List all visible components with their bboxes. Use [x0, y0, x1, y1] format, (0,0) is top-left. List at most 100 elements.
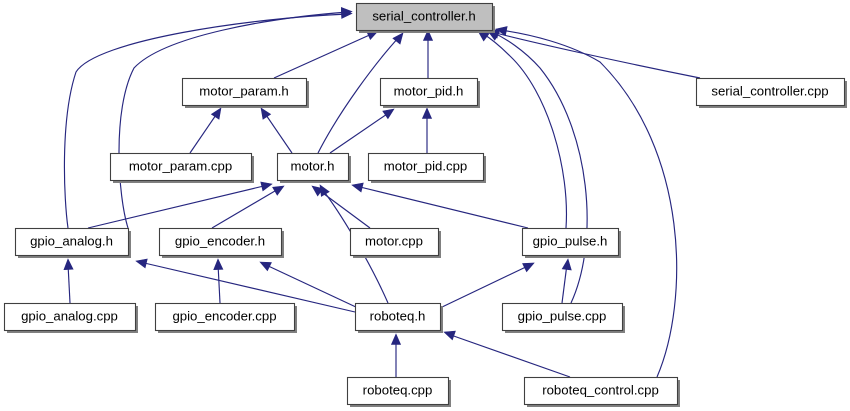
edge-arrowhead — [259, 261, 272, 272]
edge-arrowhead — [392, 32, 404, 45]
node-box[interactable] — [14, 227, 130, 257]
edge-line — [87, 184, 269, 229]
node-label: gpio_analog.cpp — [21, 308, 118, 323]
node-label: gpio_encoder.h — [175, 233, 265, 248]
node-box[interactable] — [501, 302, 624, 332]
edge-line — [499, 29, 678, 378]
graph-edge — [390, 333, 402, 377]
node-label: serial_controller.cpp — [711, 83, 828, 98]
node-label: motor_pid.cpp — [384, 158, 468, 173]
graph-edge — [273, 30, 379, 79]
node-box[interactable] — [355, 2, 494, 32]
node-label: motor_param.cpp — [129, 158, 232, 173]
node-box[interactable] — [379, 77, 479, 107]
edge-arrowhead — [135, 258, 148, 269]
edge-line — [491, 31, 588, 304]
node-label: gpio_encoder.cpp — [172, 308, 276, 323]
graph-node-motor-param-cpp[interactable]: motor_param.cpp — [109, 152, 255, 184]
edge-line — [491, 31, 701, 79]
edge-line — [317, 35, 401, 154]
edge-line — [447, 333, 571, 378]
node-box[interactable] — [521, 227, 620, 257]
graph-edge — [439, 262, 535, 309]
edge-line — [67, 263, 71, 304]
edge-arrowhead — [443, 330, 456, 341]
graph-edge — [189, 107, 222, 154]
node-box[interactable] — [367, 152, 485, 182]
graph-node-gpio-encoder-h[interactable]: gpio_encoder.h — [158, 227, 285, 259]
graph-node-roboteq-control-cpp[interactable]: roboteq_control.cpp — [523, 376, 681, 408]
graph-edge — [63, 258, 74, 304]
node-box[interactable] — [346, 376, 450, 406]
graph-node-roboteq-h[interactable]: roboteq.h — [354, 302, 444, 334]
graph-node-gpio-encoder-cpp[interactable]: gpio_encoder.cpp — [154, 302, 298, 334]
edge-arrowhead — [272, 185, 285, 196]
edge-arrowhead — [561, 258, 572, 271]
edge-arrowhead — [319, 184, 330, 197]
graph-node-gpio-pulse-h[interactable]: gpio_pulse.h — [521, 227, 622, 259]
edge-arrowhead — [210, 107, 222, 120]
graph-edge — [422, 29, 434, 78]
graph-node-serial-controller-cpp[interactable]: serial_controller.cpp — [695, 77, 848, 109]
node-box[interactable] — [109, 152, 253, 182]
edge-arrowhead — [422, 29, 434, 41]
graph-node-motor-h[interactable]: motor.h — [276, 152, 352, 184]
node-box[interactable] — [523, 376, 679, 406]
graph-node-motor-pid-h[interactable]: motor_pid.h — [379, 77, 481, 109]
graph-edge — [351, 182, 529, 229]
edge-arrowhead — [390, 333, 402, 345]
node-label: gpio_analog.h — [30, 233, 113, 248]
graph-edge — [63, 8, 353, 229]
node-label: roboteq.cpp — [363, 382, 433, 397]
edge-line — [263, 111, 293, 154]
node-box[interactable] — [158, 227, 283, 257]
edge-arrowhead — [340, 6, 353, 18]
graph-edge — [421, 107, 433, 153]
node-label: serial_controller.h — [372, 8, 475, 23]
edge-line — [139, 261, 356, 313]
graph-edge — [213, 258, 224, 304]
node-box[interactable] — [695, 77, 846, 107]
edge-line — [118, 11, 349, 229]
graph-node-serial-controller-h[interactable]: serial_controller.h — [355, 2, 496, 34]
edge-arrowhead — [213, 258, 224, 270]
edge-arrowhead — [522, 262, 535, 273]
edge-arrowhead — [260, 181, 273, 192]
node-box[interactable] — [181, 77, 308, 107]
graph-node-roboteq-cpp[interactable]: roboteq.cpp — [346, 376, 452, 408]
graph-edge — [329, 108, 395, 154]
graph-edge — [135, 258, 356, 313]
graph-node-gpio-analog-h[interactable]: gpio_analog.h — [14, 227, 132, 259]
graph-edge — [443, 330, 571, 378]
edge-line — [189, 111, 219, 154]
graph-edge — [495, 26, 678, 378]
graph-node-gpio-pulse-cpp[interactable]: gpio_pulse.cpp — [501, 302, 626, 334]
edge-line — [63, 13, 349, 229]
edge-line — [481, 32, 568, 229]
graph-edge — [317, 32, 404, 154]
edge-line — [211, 187, 281, 229]
graph-node-gpio-analog-cpp[interactable]: gpio_analog.cpp — [3, 302, 139, 334]
edge-arrowhead — [351, 182, 364, 193]
edge-line — [217, 263, 221, 304]
graph-edge — [487, 28, 701, 79]
graph-node-motor-cpp[interactable]: motor.cpp — [349, 227, 442, 259]
node-box[interactable] — [154, 302, 296, 332]
node-box[interactable] — [349, 227, 440, 257]
graph-edge — [260, 107, 293, 154]
node-box[interactable] — [354, 302, 442, 332]
node-label: gpio_pulse.h — [533, 233, 608, 248]
edge-arrowhead — [260, 107, 272, 120]
node-label: roboteq.h — [370, 308, 426, 323]
edge-line — [315, 187, 371, 229]
node-box[interactable] — [276, 152, 350, 182]
edge-line — [329, 111, 391, 154]
graph-edge — [259, 261, 359, 309]
graph-node-motor-param-h[interactable]: motor_param.h — [181, 77, 310, 109]
node-label: motor.h — [291, 158, 335, 173]
node-label: motor.cpp — [365, 233, 423, 248]
node-box[interactable] — [3, 302, 137, 332]
graph-node-motor-pid-cpp[interactable]: motor_pid.cpp — [367, 152, 487, 184]
